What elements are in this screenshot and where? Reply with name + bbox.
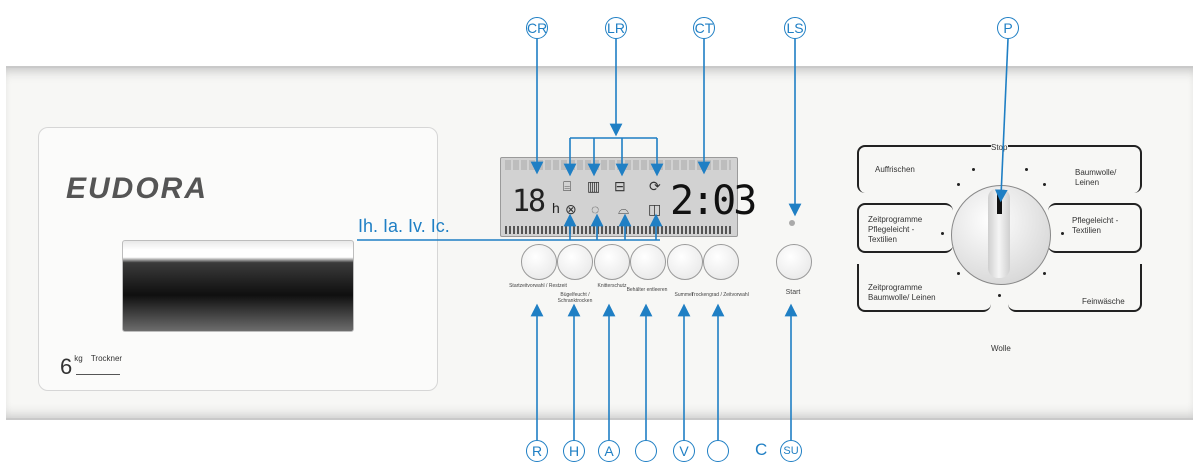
dryness-level-button[interactable] — [703, 244, 739, 280]
callout-v: V — [673, 440, 695, 462]
capacity-unit: kg — [74, 354, 83, 363]
start-label: Start — [785, 289, 801, 296]
program-timed-cotton[interactable]: Zeitprogramme Baumwolle/ Leinen — [868, 283, 936, 302]
buzzer-icon: ◫ — [648, 201, 662, 217]
callout-su: SU — [780, 440, 802, 462]
program-box-right-3 — [1008, 264, 1142, 312]
program-dot — [941, 232, 944, 235]
program-dot — [957, 272, 960, 275]
program-dot — [957, 183, 960, 186]
program-dot — [1043, 272, 1046, 275]
callout-ct: CT — [693, 17, 715, 39]
program-dot — [972, 168, 975, 171]
callout-a: A — [598, 440, 620, 462]
condenser-icon: ⊟ — [614, 178, 626, 194]
program-refresh[interactable]: Auffrischen — [875, 165, 915, 174]
delay-hours-unit: h — [552, 200, 560, 216]
callout-lr: LR — [605, 17, 627, 39]
buzzer-button[interactable] — [667, 244, 703, 280]
callout-cr: CR — [526, 17, 548, 39]
drying-status-icon: ⌸ — [563, 178, 572, 194]
callout-h: H — [563, 440, 585, 462]
delay-start-label: Startzeitvorwahl / Restzeit — [509, 283, 567, 289]
indicator-labels: Ih. Ia. Iv. Ic. — [358, 216, 450, 236]
anticrease-label: Knitterschutz — [597, 283, 627, 289]
program-box-left-3 — [857, 264, 991, 312]
callout-r: R — [526, 440, 548, 462]
program-knob-grip[interactable] — [988, 188, 1010, 278]
callout-empty-1 — [635, 440, 657, 462]
clock-icon: ⊗ — [565, 201, 577, 217]
callout-ls: LS — [784, 17, 806, 39]
start-button[interactable] — [776, 244, 812, 280]
program-dot — [1043, 183, 1046, 186]
drawer-handle[interactable] — [122, 240, 354, 332]
program-box-left-1 — [857, 145, 991, 193]
program-cotton[interactable]: Baumwolle/ Leinen — [1075, 168, 1117, 187]
program-easycare[interactable]: Pflegeleicht - Textilien — [1072, 216, 1119, 235]
program-stop[interactable]: Stop — [991, 143, 1008, 152]
callout-p: P — [997, 17, 1019, 39]
brand-logo: EUDORA — [66, 172, 209, 205]
delay-hours: 18 — [512, 184, 546, 219]
program-box-right-1 — [1008, 145, 1142, 193]
dryness-label: Bügelfeucht / Schranktrocken — [557, 292, 593, 304]
program-dot — [1061, 232, 1064, 235]
capacity-number: 6 — [60, 354, 73, 379]
callout-c-text: C — [755, 440, 768, 459]
dryness-button[interactable] — [557, 244, 593, 280]
empty-container-label: Behälter entleeren — [626, 287, 668, 293]
program-box-right-2 — [1048, 203, 1142, 253]
shirt-icon: ◌ — [591, 201, 600, 217]
iron-icon: ⌓ — [618, 201, 630, 217]
anticrease-button[interactable] — [594, 244, 630, 280]
start-led — [789, 220, 795, 226]
anticrease-icon: ⟳ — [649, 178, 661, 194]
program-timed-easycare[interactable]: Zeitprogramme Pflegeleicht - Textilien — [868, 215, 923, 244]
capacity-note: Trockner — [90, 354, 123, 363]
lcd-progress-bar — [505, 226, 731, 234]
capacity-underline — [76, 374, 120, 375]
program-delicates[interactable]: Feinwäsche — [1082, 297, 1125, 306]
program-wool[interactable]: Wolle — [991, 344, 1011, 353]
remaining-time: 2:03 — [670, 178, 757, 224]
empty-container-button[interactable] — [630, 244, 666, 280]
program-box-left-2 — [857, 203, 953, 253]
cupboard-dry-icon: ▥ — [587, 178, 601, 194]
dryness-level-label: Trockengrad / Zeitvorwahl — [691, 292, 749, 298]
program-dot — [998, 294, 1001, 297]
buzzer-label: Summer — [674, 292, 694, 298]
program-dot — [1025, 168, 1028, 171]
delay-start-button[interactable] — [521, 244, 557, 280]
callout-empty-2 — [707, 440, 729, 462]
